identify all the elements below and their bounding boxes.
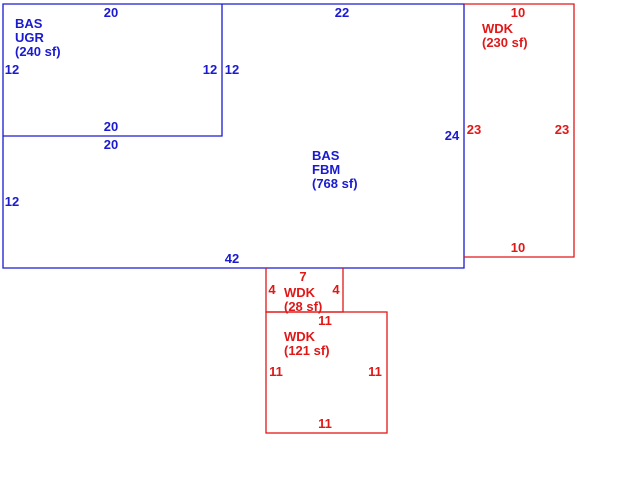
dim-fbm-inner-left: 12: [224, 62, 240, 77]
wdk-right-outline: [464, 3, 575, 258]
wdk-small-area: (28 sf): [284, 299, 323, 314]
ugr-area: (240 sf): [15, 44, 61, 59]
dim-ugr-right: 12: [202, 62, 218, 77]
ugr-code-1: BAS: [15, 16, 43, 31]
dim-wdk-bottom-top: 11: [318, 313, 332, 328]
fbm-code-1: BAS: [312, 148, 340, 163]
ugr-code-2: UGR: [15, 30, 44, 45]
wdk-bottom-area: (121 sf): [284, 343, 330, 358]
dim-wdk-bottom-left: 11: [269, 364, 283, 379]
fbm-area-label: BAS FBM (768 sf): [312, 149, 358, 191]
wdk-bottom-outline: [265, 311, 388, 434]
fbm-area: (768 sf): [312, 176, 358, 191]
dim-wdk-right-bottom: 10: [510, 240, 526, 255]
wdk-bottom-area-label: WDK (121 sf): [284, 330, 330, 358]
ugr-area-label: BAS UGR (240 sf): [15, 17, 61, 59]
fbm-code-2: FBM: [312, 162, 341, 177]
dim-wdk-small-right: 4: [332, 282, 340, 297]
ugr-outline: [3, 4, 223, 137]
dim-fbm-right: 24: [444, 128, 460, 143]
wdk-right-area-label: WDK (230 sf): [482, 22, 528, 50]
fbm-outline: [2, 3, 465, 269]
dim-wdk-small-top: 7: [299, 269, 307, 284]
wdk-small-area-label: WDK (28 sf): [284, 286, 322, 314]
dim-wdk-bottom-bottom: 11: [318, 416, 332, 431]
dim-ugr-top: 20: [103, 5, 119, 20]
dim-fbm-top: 22: [334, 5, 350, 20]
dim-fbm-left: 12: [4, 194, 20, 209]
dim-wdk-bottom-right: 11: [368, 364, 382, 379]
dim-ugr-left: 12: [4, 62, 20, 77]
dim-wdk-right-right: 23: [554, 122, 570, 137]
wdk-right-code: WDK: [482, 21, 514, 36]
dim-fbm-bottom: 42: [224, 251, 240, 266]
dim-wdk-small-left: 4: [268, 282, 276, 297]
dim-wdk-right-left: 23: [466, 122, 482, 137]
dim-wdk-right-top: 10: [510, 5, 526, 20]
wdk-right-area: (230 sf): [482, 35, 528, 50]
dim-ugr-bottom: 20: [103, 119, 119, 134]
dim-fbm-inner-top: 20: [103, 137, 119, 152]
wdk-small-code: WDK: [284, 285, 316, 300]
wdk-bottom-code: WDK: [284, 329, 316, 344]
